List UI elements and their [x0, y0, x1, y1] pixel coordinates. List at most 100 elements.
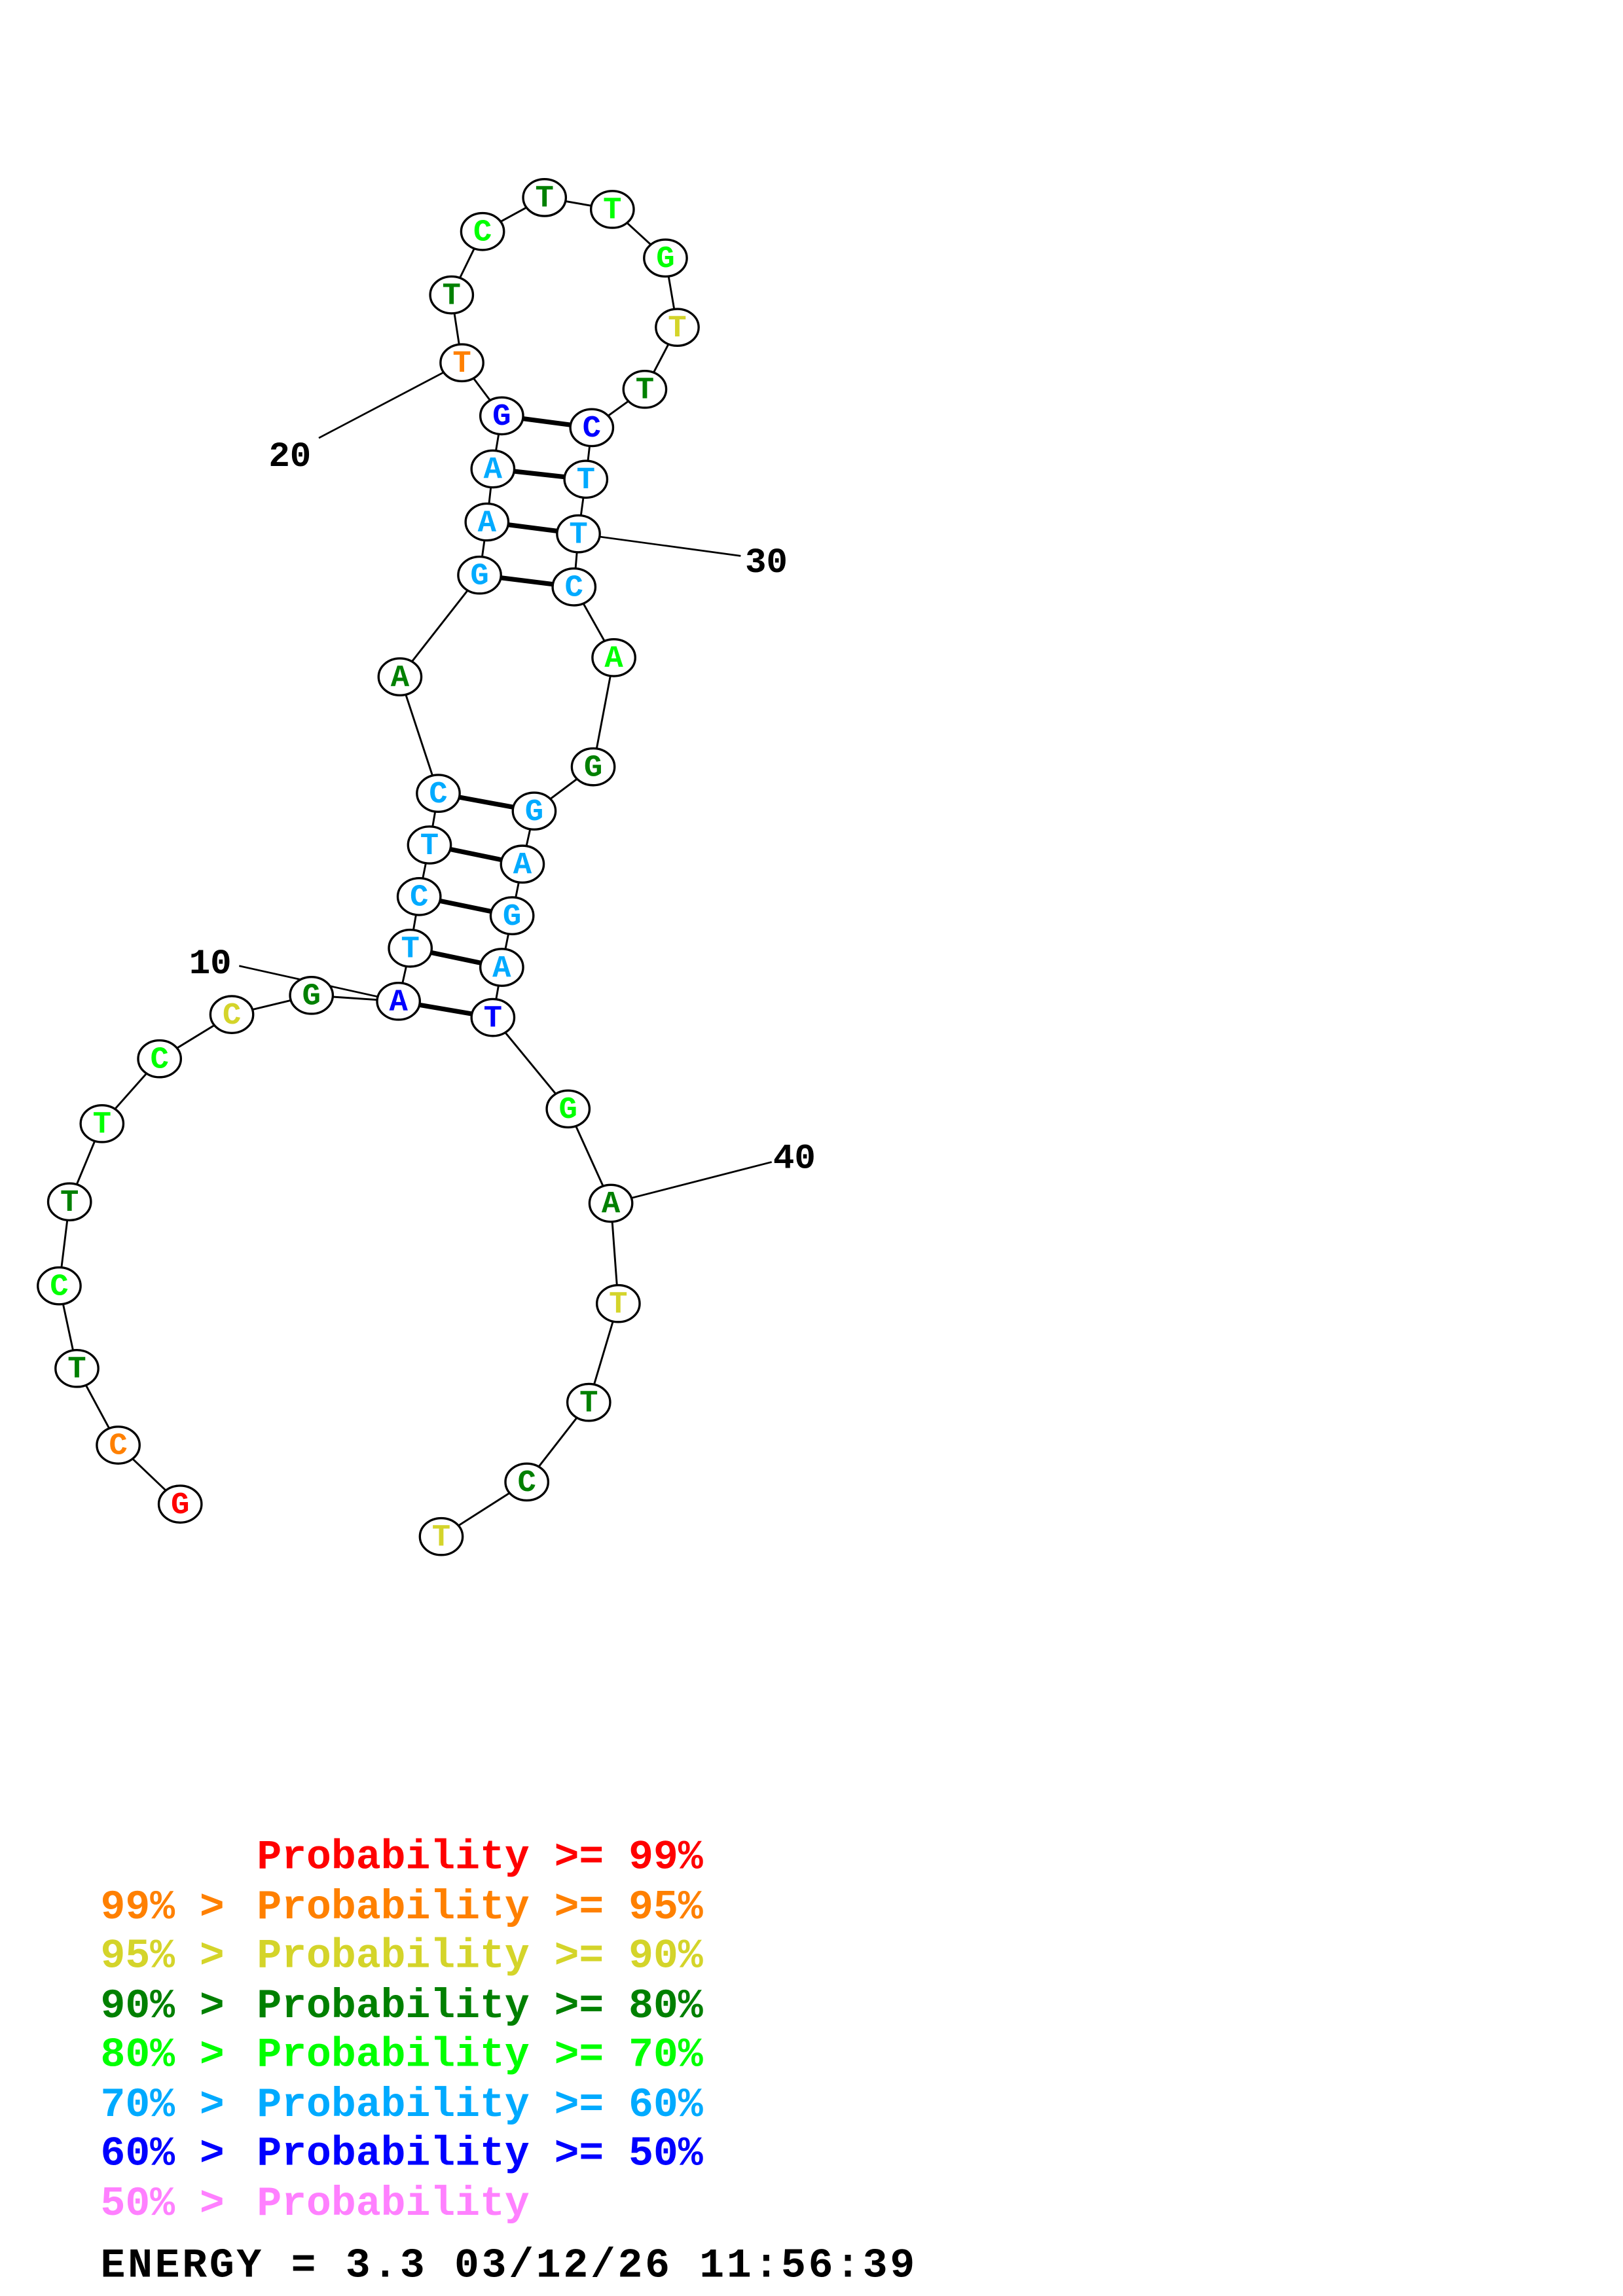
nucleotide-circle — [46, 1182, 92, 1222]
legend-label: Probability >= 99% — [257, 1834, 703, 1881]
nucleotide: T — [522, 178, 568, 217]
nucleotide-letter: T — [569, 518, 587, 552]
nucleotide: T — [439, 343, 484, 383]
nucleotide-circle — [588, 1183, 634, 1223]
nucleotide-circle — [479, 948, 524, 987]
nucleotide-letter: G — [492, 400, 511, 435]
nucleotide-circle — [479, 396, 524, 436]
nucleotide-circle — [418, 1516, 464, 1556]
nucleotide-letter: T — [484, 1001, 502, 1036]
legend-row: 80% > Probability >= 70% — [101, 2032, 703, 2079]
nucleotide: T — [556, 514, 601, 554]
nucleotide-letter: T — [432, 1520, 450, 1555]
nucleotide-letter: C — [473, 215, 492, 250]
nucleotide-circle — [416, 774, 461, 813]
legend-prefix: 70% > — [101, 2081, 225, 2128]
index-label: 10 — [189, 944, 232, 984]
nucleotide-circle — [622, 369, 668, 409]
nucleotide-circle — [643, 238, 688, 278]
nucleotide: G — [570, 747, 616, 787]
index-label: 30 — [745, 543, 788, 583]
nucleotide-circle — [429, 275, 475, 315]
energy-footer: ENERGY = 3.3 03/12/26 11:56:39 — [101, 2242, 915, 2289]
nucleotide-letter: T — [443, 279, 461, 314]
nucleotide-letter: C — [429, 778, 447, 812]
legend-prefix: 90% > — [101, 1982, 225, 2030]
nucleotide: C — [209, 995, 255, 1034]
backbone — [58, 196, 678, 1537]
nucleotide: T — [79, 1103, 125, 1143]
nucleotide: T — [622, 369, 668, 409]
nucleotide: T — [563, 459, 609, 499]
backbone-bond — [399, 676, 439, 794]
index-label-leader — [318, 362, 463, 439]
nucleotide-circle — [157, 1484, 203, 1524]
nucleotide: A — [479, 948, 524, 987]
nucleotide-circle — [79, 1103, 125, 1143]
nucleotide-letter: T — [636, 374, 654, 408]
nucleotide: G — [157, 1484, 203, 1524]
nucleotide-circle — [511, 791, 557, 831]
nucleotide: A — [377, 657, 423, 697]
nucleotide: C — [569, 408, 615, 448]
nucleotide: T — [589, 190, 635, 229]
nucleotide-circle — [54, 1348, 100, 1388]
nucleotide: T — [655, 308, 700, 348]
nucleotide: G — [479, 396, 524, 436]
nucleotide-letter: A — [604, 642, 623, 677]
nucleotide: T — [46, 1182, 92, 1222]
nucleotide-circle — [396, 877, 442, 916]
legend-label: Probability >= 90% — [257, 1933, 703, 1980]
nucleotide-circle — [96, 1426, 141, 1465]
nucleotide-letter: T — [93, 1108, 111, 1143]
nucleotide-circle — [457, 555, 502, 595]
index-label: 40 — [773, 1139, 816, 1179]
nucleotide-circle — [460, 211, 505, 251]
legend-label: Probability >= 80% — [257, 1982, 703, 2030]
nucleotide: C — [137, 1039, 183, 1079]
nucleotide-letter: A — [492, 952, 511, 986]
legend-label: Probability >= 50% — [257, 2130, 703, 2177]
nucleotide: T — [595, 1283, 641, 1323]
legend-row: 70% > Probability >= 60% — [101, 2081, 703, 2128]
nucleotide: A — [588, 1183, 634, 1223]
nucleotide-letter: T — [536, 182, 554, 217]
legend-row: 90% > Probability >= 80% — [101, 1982, 703, 2030]
nucleotide-letter: C — [565, 571, 583, 605]
nucleotide: A — [500, 844, 545, 884]
nucleotide: T — [54, 1348, 100, 1388]
nucleotide: G — [511, 791, 557, 831]
nucleotide-circle — [470, 997, 516, 1037]
nucleotide: G — [545, 1089, 591, 1129]
nucleotide-letter: T — [603, 194, 621, 228]
legend-row: Probability >= 99% — [257, 1834, 703, 1881]
nucleotide-letter: C — [583, 412, 601, 446]
nucleotide-letter: T — [668, 312, 686, 346]
index-label-leader — [610, 1161, 773, 1204]
index-label-leader — [578, 533, 741, 557]
nucleotide: C — [460, 211, 505, 251]
nucleotide-letter: A — [391, 661, 410, 696]
nucleotide-letter: C — [410, 881, 428, 916]
legend-label: Probability >= 70% — [257, 2032, 703, 2079]
nucleotide-circle — [589, 190, 635, 229]
legend-row: 95% > Probability >= 90% — [101, 1933, 703, 1980]
nucleotide-letter: G — [171, 1488, 189, 1523]
nucleotide-letter: C — [223, 999, 241, 1033]
nucleotide-circle — [470, 449, 516, 489]
nucleotide-circle — [569, 408, 615, 448]
nucleotide-circle — [209, 995, 255, 1034]
nucleotide-circle — [500, 844, 545, 884]
legend-label: Probability — [257, 2180, 529, 2227]
legend-prefix: 99% > — [101, 1884, 225, 1931]
nucleotide-letter: T — [577, 463, 595, 498]
nucleotide: G — [643, 238, 688, 278]
nucleotide-circle — [407, 825, 452, 865]
nucleotide-circle — [289, 975, 335, 1015]
legend-row: 60% > Probability >= 50% — [101, 2130, 703, 2177]
nucleotide: A — [376, 981, 422, 1021]
nucleotide-letter: T — [452, 347, 471, 382]
nucleotide: G — [457, 555, 502, 595]
index-label: 20 — [268, 437, 311, 477]
legend-prefix: 60% > — [101, 2130, 225, 2177]
